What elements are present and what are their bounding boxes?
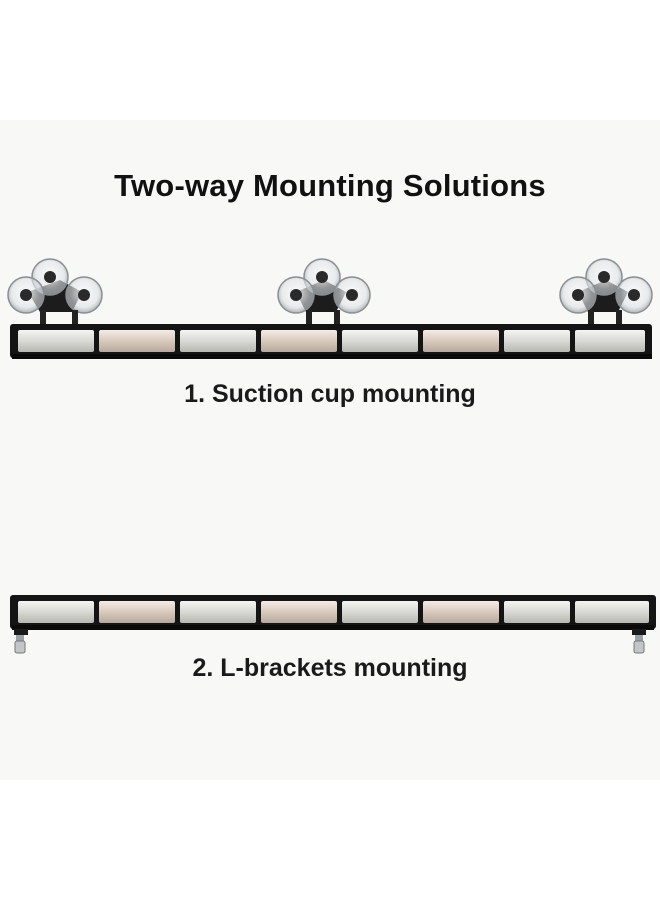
page-title: Two-way Mounting Solutions xyxy=(114,168,546,203)
l-bracket-right xyxy=(632,629,646,654)
light-bar-lenses-2 xyxy=(18,601,649,623)
image-panel xyxy=(0,120,660,780)
suction-cup-mount-right xyxy=(559,258,653,326)
suction-cup-mount-left xyxy=(7,258,103,326)
light-bar-suction-cup-image xyxy=(7,258,653,359)
suction-cup-mount-center xyxy=(277,258,371,326)
suction-cup-caption: 1. Suction cup mounting xyxy=(184,380,476,408)
light-bar-l-brackets-image xyxy=(10,595,656,654)
l-bracket-left xyxy=(14,629,28,654)
l-brackets-caption: 2. L-brackets mounting xyxy=(192,654,468,682)
light-bar-lenses xyxy=(18,330,645,352)
